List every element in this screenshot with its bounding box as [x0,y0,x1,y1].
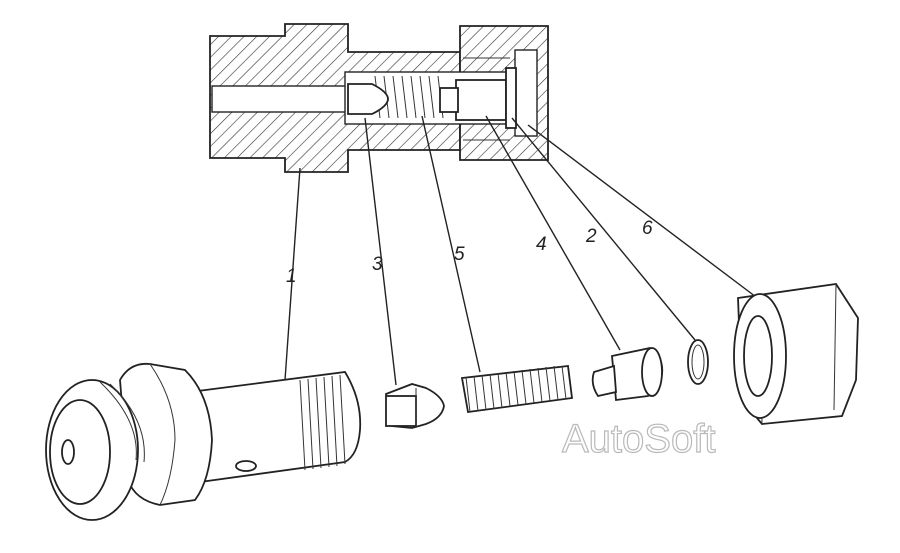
section-ring [505,67,517,129]
watermark: AutoSoft [562,417,715,461]
callouts: 1 3 5 4 2 6 [286,218,653,287]
leader-lines [284,115,761,386]
callout-5: 5 [454,244,465,265]
callout-6: 6 [642,218,653,239]
part-2-ring [687,339,709,385]
leader-2 [511,117,696,341]
part-5-spring [460,365,574,414]
section-piston-stem [439,87,459,113]
section-end-cavity [514,49,538,137]
section-bore [211,85,353,113]
callout-1: 1 [286,266,297,287]
part-3-valve [384,383,445,429]
section-valve [347,83,389,115]
leader-6 [527,124,761,301]
leader-3 [364,117,397,386]
leader-4 [485,115,621,351]
callout-2: 2 [585,226,597,247]
part-4-piston [591,347,664,402]
section-view [209,23,549,173]
leader-1 [284,167,301,381]
leader-5 [421,115,481,373]
callout-3: 3 [372,254,383,275]
part-6-nut [733,283,859,425]
callout-4: 4 [536,234,547,255]
part-1-fitting [45,362,362,521]
section-piston [455,79,507,121]
